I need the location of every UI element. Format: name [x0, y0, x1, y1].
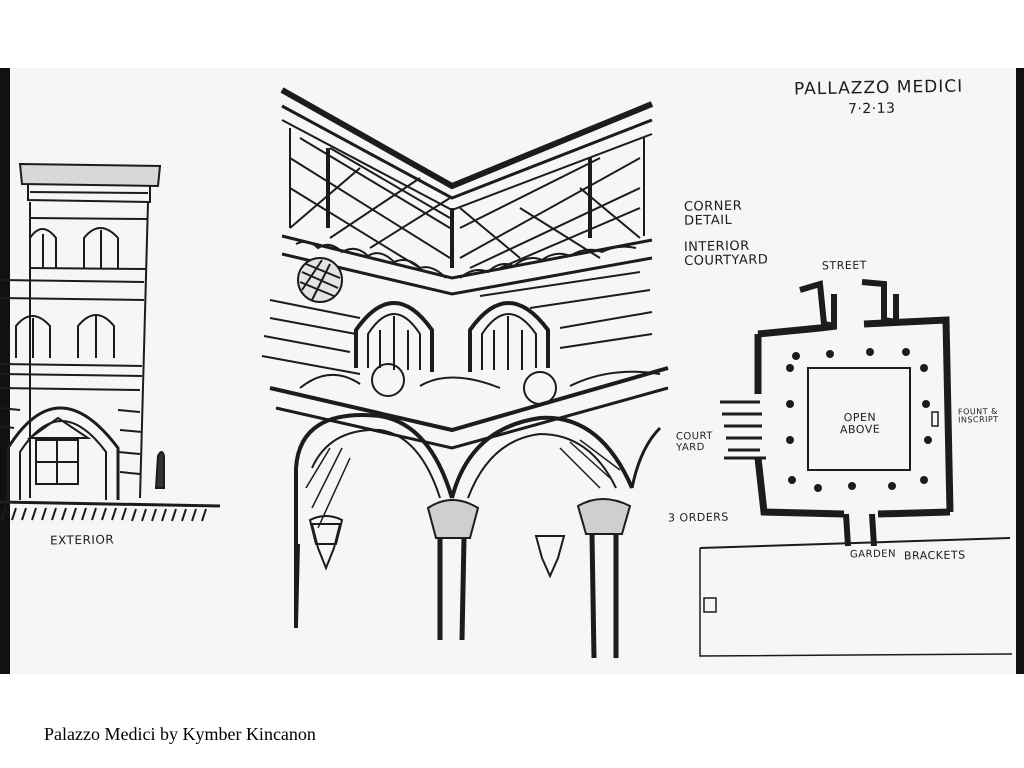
label-open-above: OPEN ABOVE	[839, 410, 881, 436]
label-garden: GARDEN	[849, 548, 897, 561]
label-exterior: EXTERIOR	[49, 532, 115, 548]
courtyard-corner-sketch	[261, 87, 669, 659]
label-orders: 3 ORDERS	[667, 510, 729, 525]
label-street: STREET	[821, 258, 868, 273]
right-page-edge	[1016, 68, 1024, 674]
sketch-drawing	[0, 68, 1024, 674]
label-interior-courtyard: INTERIOR COURTYARD	[683, 238, 769, 269]
left-page-edge	[0, 68, 10, 674]
label-brackets: BRACKETS	[903, 548, 966, 563]
label-corner-detail: CORNER DETAIL	[683, 198, 743, 229]
label-court-yard: COURT YARD	[675, 430, 714, 453]
label-fountain: FOUNT & INSCRIPT	[957, 406, 999, 425]
slide-caption: Palazzo Medici by Kymber Kincanon	[44, 724, 316, 744]
exterior-sketch	[0, 162, 221, 522]
sketch-title: PALLAZZO MEDICI	[793, 76, 964, 100]
sketch-date: 7·2·13	[847, 100, 896, 118]
floor-plan-sketch	[699, 279, 1013, 657]
sketchbook-photo: PALLAZZO MEDICI 7·2·13 EXTERIOR CORNER D…	[0, 68, 1024, 674]
